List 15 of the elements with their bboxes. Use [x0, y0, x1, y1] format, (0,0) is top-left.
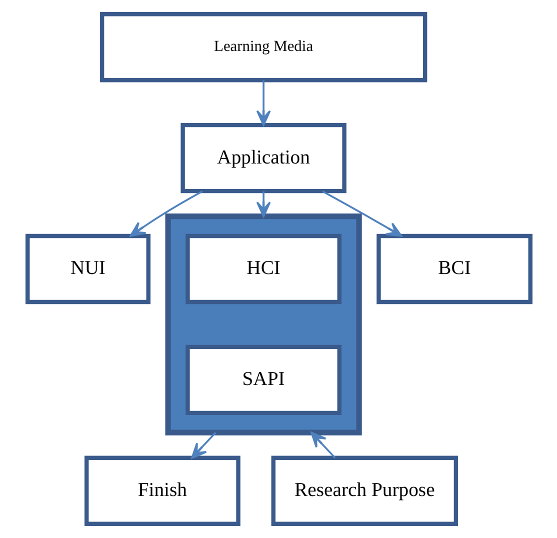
arrow [190, 432, 216, 459]
node-box: NUI [25, 234, 150, 304]
node-box: SAPI [185, 344, 341, 416]
cluster [164, 214, 362, 436]
node-box: Application [180, 122, 346, 194]
arrow [129, 190, 202, 237]
node-box: Finish [84, 456, 240, 526]
node-box: Learning Media [99, 12, 427, 82]
node-box: Research Purpose [270, 456, 458, 526]
node-box: HCI [185, 234, 341, 304]
arrow [322, 190, 402, 237]
node-box: BCI [376, 234, 532, 304]
arrow [310, 432, 336, 458]
arrow [256, 80, 270, 126]
arrow [256, 191, 270, 218]
